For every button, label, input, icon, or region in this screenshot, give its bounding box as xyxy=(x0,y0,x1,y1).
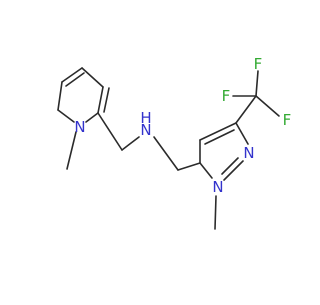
atom-n-pyrrole: N xyxy=(74,118,85,136)
bond xyxy=(57,81,63,111)
pyrrole-ring xyxy=(57,67,110,123)
bond-f xyxy=(255,95,280,117)
bond xyxy=(221,157,239,175)
atom-n-amine: N xyxy=(140,121,151,139)
bond xyxy=(223,160,244,181)
atom-n2-pyrazole: N xyxy=(243,144,254,162)
bond xyxy=(57,109,75,123)
bond xyxy=(153,136,179,171)
bond xyxy=(177,162,201,171)
pyrazole-ring xyxy=(199,122,249,181)
bond xyxy=(121,136,140,151)
atom-n1-pyrazole: N xyxy=(212,178,223,196)
molecule-canvas: N N H N N F F F xyxy=(57,55,292,230)
bond xyxy=(204,129,235,145)
bond xyxy=(85,112,99,123)
bond xyxy=(199,162,213,179)
bond xyxy=(199,122,237,141)
bond xyxy=(61,67,83,83)
bond-f xyxy=(255,70,259,97)
bond-cf3 xyxy=(235,95,257,124)
bond xyxy=(81,67,104,88)
bond-n-methyl xyxy=(214,195,217,230)
bond xyxy=(97,86,104,114)
atom-f-right: F xyxy=(283,111,292,129)
atom-h-amine: H xyxy=(140,109,151,127)
structure-diagram: N N H N N F F F xyxy=(57,55,292,230)
bond xyxy=(103,87,110,113)
bond xyxy=(65,72,85,87)
atom-f-top: F xyxy=(254,55,263,73)
bond xyxy=(97,112,123,151)
bond-n-methyl xyxy=(66,131,77,170)
atom-f-left: F xyxy=(222,87,231,105)
bond xyxy=(235,122,249,145)
